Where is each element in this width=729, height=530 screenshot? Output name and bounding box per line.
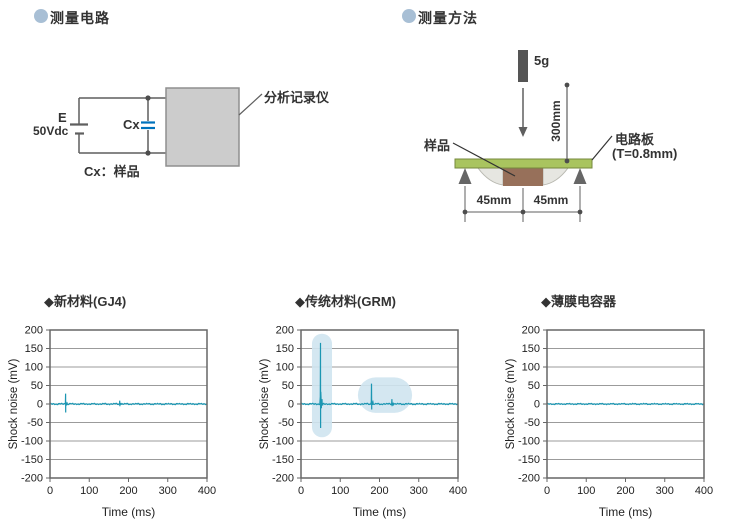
span-right-label: 45mm xyxy=(533,193,569,207)
solder-fillet-left xyxy=(477,167,504,186)
chart-title-gj4: ◆新材料(GJ4) xyxy=(44,294,127,309)
analyzer-label: 分析记录仪 xyxy=(264,90,330,105)
board-dim-dot xyxy=(564,158,570,164)
noise-highlight xyxy=(311,333,333,438)
y-tick-label: -100 xyxy=(518,436,540,448)
noise-highlight xyxy=(357,377,413,413)
y-tick-label: 100 xyxy=(25,362,43,374)
support-triangle-right xyxy=(573,168,587,184)
support-triangle-left xyxy=(458,168,472,184)
capacitor-symbol xyxy=(141,121,155,130)
board-leader-line xyxy=(591,135,613,161)
y-tick-label: -100 xyxy=(272,436,294,448)
y-tick-label: -150 xyxy=(272,454,294,466)
battery-label-e: E xyxy=(58,110,67,125)
circuit-board xyxy=(454,158,593,169)
x-tick-label: 0 xyxy=(298,485,304,497)
y-tick-label: -100 xyxy=(21,436,43,448)
y-tick-label: 50 xyxy=(282,380,294,392)
capacitor-label: Cx xyxy=(123,117,140,132)
x-tick-label: 0 xyxy=(47,485,53,497)
solder-fillet-right xyxy=(542,167,569,186)
node-dot-bottom xyxy=(145,150,151,156)
chart-title-grm: ◆传统材料(GRM) xyxy=(295,294,396,309)
span-dimension xyxy=(462,186,583,222)
analyzer-box xyxy=(165,87,240,167)
x-tick-label: 200 xyxy=(370,485,388,497)
x-tick-label: 100 xyxy=(331,485,349,497)
y-tick-label: -150 xyxy=(21,454,43,466)
y-tick-label: -150 xyxy=(518,454,540,466)
x-tick-label: 300 xyxy=(159,485,177,497)
diagrams-canvas xyxy=(70,50,613,222)
board-label-line1: 电路板 xyxy=(615,132,655,147)
y-axis-label: Shock noise (mV) xyxy=(505,358,517,449)
battery-symbol xyxy=(70,123,88,135)
weight-label: 5g xyxy=(534,53,550,68)
x-tick-label: 0 xyxy=(544,485,550,497)
y-tick-label: -200 xyxy=(518,473,540,485)
signal-trace xyxy=(546,402,705,406)
span-left-label: 45mm xyxy=(476,193,512,207)
sample-note-label: Cx：样品 xyxy=(84,164,140,179)
sample-label: 样品 xyxy=(424,138,451,153)
drop-arrow-icon xyxy=(518,88,528,137)
y-tick-label: 150 xyxy=(25,343,43,355)
y-tick-label: 50 xyxy=(528,380,540,392)
drop-height-label: 300mm xyxy=(549,100,563,142)
y-tick-label: -50 xyxy=(524,417,540,429)
y-tick-label: 0 xyxy=(37,399,43,411)
y-tick-label: 150 xyxy=(276,343,294,355)
method-section-title: 测量方法 xyxy=(418,10,478,26)
y-tick-label: 200 xyxy=(25,325,43,337)
signal-trace xyxy=(49,393,208,413)
chart-title-film: ◆薄膜电容器 xyxy=(541,294,616,309)
x-axis-label: Time (ms) xyxy=(599,505,653,519)
y-axis-label: Shock noise (mV) xyxy=(259,358,271,449)
node-dot-top xyxy=(145,95,151,101)
weight-bar xyxy=(518,50,528,82)
x-tick-label: 100 xyxy=(577,485,595,497)
x-tick-label: 300 xyxy=(410,485,428,497)
battery-label-50vdc: 50Vdc xyxy=(33,124,69,138)
y-tick-label: -200 xyxy=(21,473,43,485)
x-axis-label: Time (ms) xyxy=(353,505,407,519)
x-tick-label: 100 xyxy=(80,485,98,497)
y-tick-label: -50 xyxy=(278,417,294,429)
y-tick-label: 150 xyxy=(522,343,540,355)
height-dimension xyxy=(564,82,570,164)
x-tick-label: 400 xyxy=(695,485,713,497)
y-tick-label: -50 xyxy=(27,417,43,429)
y-tick-label: 50 xyxy=(31,380,43,392)
sample-shape xyxy=(503,168,543,186)
y-tick-label: 0 xyxy=(288,399,294,411)
method-section-bullet-icon xyxy=(402,9,416,23)
circuit-section-bullet-icon xyxy=(34,9,48,23)
shock-noise-chart-gj4: 200 150 100 50 0 -50 -100 -150 -200 0 100 200 300 400… xyxy=(8,325,216,520)
circuit-section-title: 测量电路 xyxy=(50,10,110,26)
shock-noise-chart-film: 200 150 100 50 0 -50 -100 -150 -200 0 100 200 300 400… xyxy=(505,325,713,520)
shock-noise-chart-grm: 200 150 100 50 0 -50 -100 -150 -200 0 100 200 300 400… xyxy=(259,325,467,520)
board-label-line2: (T=0.8mm) xyxy=(612,146,678,161)
analyzer-leader-line xyxy=(238,93,263,116)
x-tick-label: 200 xyxy=(119,485,137,497)
x-tick-label: 400 xyxy=(198,485,216,497)
y-tick-label: 100 xyxy=(522,362,540,374)
y-tick-label: -200 xyxy=(272,473,294,485)
y-tick-label: 0 xyxy=(534,399,540,411)
y-tick-label: 100 xyxy=(276,362,294,374)
x-tick-label: 200 xyxy=(616,485,634,497)
x-tick-label: 300 xyxy=(656,485,674,497)
x-tick-label: 400 xyxy=(449,485,467,497)
y-axis-label: Shock noise (mV) xyxy=(8,358,20,449)
signal-trace xyxy=(300,342,459,429)
y-tick-label: 200 xyxy=(522,325,540,337)
x-axis-label: Time (ms) xyxy=(102,505,156,519)
y-tick-label: 200 xyxy=(276,325,294,337)
circuit-diagram xyxy=(70,87,263,167)
sample-leader-line xyxy=(452,142,516,177)
method-diagram xyxy=(452,50,613,222)
